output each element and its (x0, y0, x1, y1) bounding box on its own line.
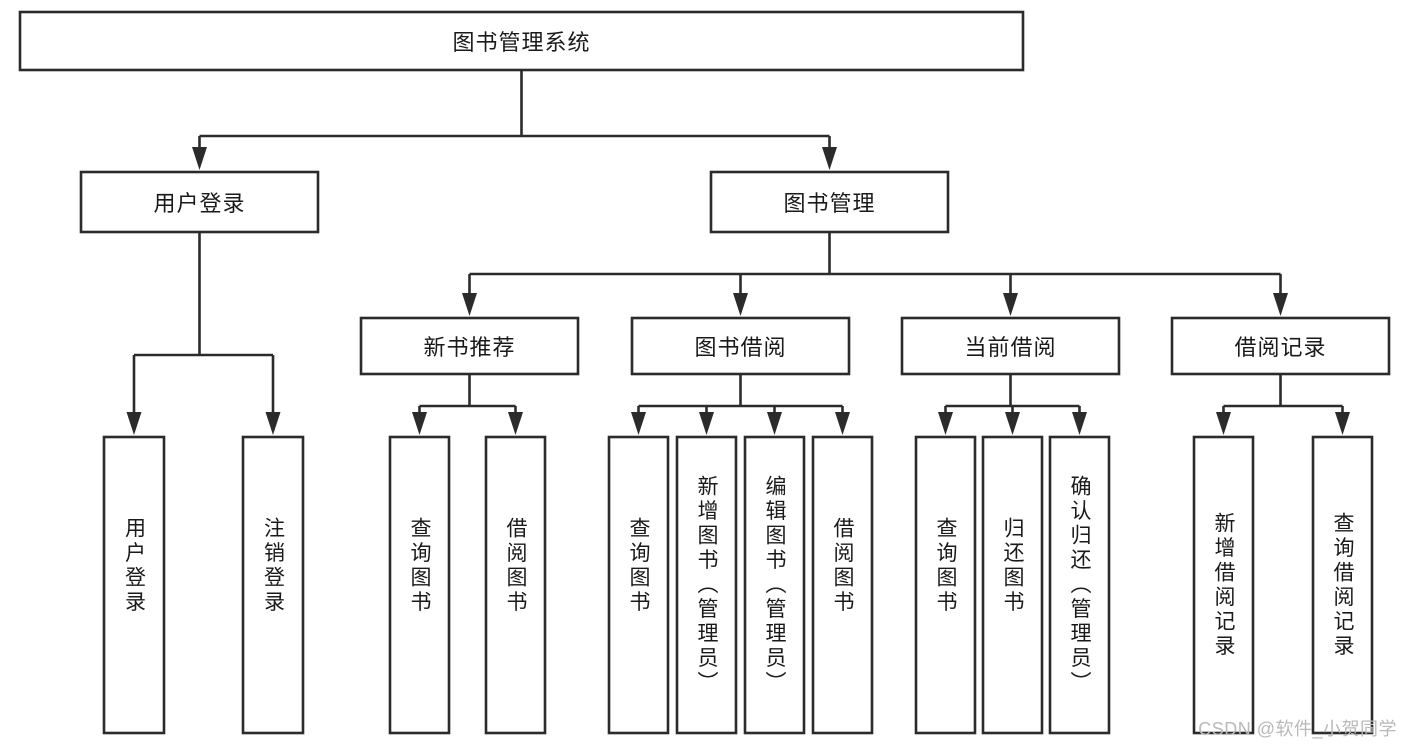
node-box-user-logout[interactable] (241, 435, 305, 735)
node-box-bb-borrow-book[interactable] (811, 435, 874, 735)
node-box-nbr-query-book[interactable] (388, 435, 451, 735)
connector-arrowhead (192, 147, 207, 170)
node-box-bb-query-book[interactable] (607, 435, 670, 735)
node-box-cb-return-book[interactable] (981, 435, 1044, 735)
connector-arrowhead (462, 293, 477, 316)
node-box-new-book-recommend[interactable] (359, 316, 580, 376)
node-box-cb-confirm-return[interactable] (1048, 435, 1111, 735)
node-box-root[interactable] (18, 10, 1025, 72)
node-box-bb-add-book[interactable] (675, 435, 738, 735)
node-box-cb-query-book[interactable] (914, 435, 977, 735)
node-box-br-add-record[interactable] (1192, 435, 1255, 735)
connector-arrowhead (631, 412, 646, 435)
node-box-bb-edit-book[interactable] (743, 435, 806, 735)
connector-arrowhead (412, 412, 427, 435)
node-box-br-query-record[interactable] (1311, 435, 1374, 735)
connector-arrowhead (938, 412, 953, 435)
node-box-user-login-do[interactable] (102, 435, 166, 735)
connector-arrowhead (822, 147, 837, 170)
connector-arrowhead (1005, 412, 1020, 435)
node-box-current-borrow[interactable] (900, 316, 1121, 376)
node-box-book-management[interactable] (709, 170, 950, 234)
connector-arrowhead (1072, 412, 1087, 435)
connector-arrowhead (699, 412, 714, 435)
connector-arrowhead (835, 412, 850, 435)
node-boxes-layer (18, 10, 1391, 735)
connector-arrowhead (767, 412, 782, 435)
connector-arrowhead (1003, 293, 1018, 316)
node-box-book-borrow[interactable] (630, 316, 851, 376)
connector-arrowhead (508, 412, 523, 435)
node-box-borrow-record[interactable] (1170, 316, 1391, 376)
connector-arrowhead (265, 412, 281, 435)
node-box-nbr-borrow-book[interactable] (484, 435, 547, 735)
connector-arrowhead (126, 412, 142, 435)
connector-arrowhead (733, 293, 748, 316)
connector-arrowhead (1216, 412, 1231, 435)
connector-lines-layer (126, 70, 1350, 435)
connector-arrowhead (1335, 412, 1350, 435)
connector-arrowhead (1273, 293, 1288, 316)
node-box-user-login[interactable] (79, 170, 320, 234)
